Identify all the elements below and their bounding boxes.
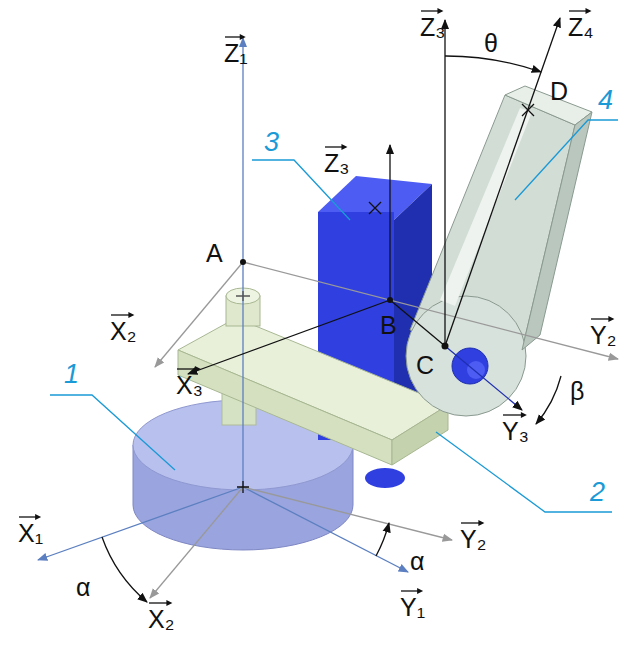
leader-lines xyxy=(50,120,618,512)
axis-label: Y₁ xyxy=(398,594,427,622)
axis-label: X₃ xyxy=(174,372,205,400)
vector-arrow xyxy=(502,411,527,419)
point-label: β xyxy=(568,378,586,406)
axis-label: X₁ xyxy=(16,520,45,548)
axis-label: Y₂ xyxy=(458,526,488,554)
point-label: α xyxy=(74,574,92,602)
point-label: α xyxy=(408,548,426,576)
axes-frame-1 xyxy=(38,38,452,602)
axis-label: Z₃ xyxy=(418,14,447,42)
vector-arrow xyxy=(324,143,347,151)
vector-arrow xyxy=(460,519,484,527)
vector-arrow xyxy=(420,7,443,15)
callout-number: 3 xyxy=(262,128,281,158)
vector-arrow xyxy=(400,587,423,595)
axis-label: X₂ xyxy=(108,318,138,346)
point-label: D xyxy=(548,78,570,106)
vector-arrow xyxy=(590,315,614,323)
point-label: θ xyxy=(482,30,500,58)
vector-arrow xyxy=(176,365,201,373)
axis-label: Y₂ xyxy=(588,322,618,350)
vector-arrow xyxy=(110,311,134,319)
point-label: C xyxy=(414,352,436,380)
point-label: A xyxy=(204,240,225,268)
vector-arrow xyxy=(568,7,591,15)
axis-label: Y₃ xyxy=(500,418,531,446)
vector-arrow xyxy=(224,33,246,41)
vector-arrow xyxy=(18,513,41,521)
axis-label: X₂ xyxy=(146,606,176,634)
link-body xyxy=(406,86,592,416)
axis-label: Z₁ xyxy=(222,40,250,68)
axes-frames-2-4 xyxy=(155,18,618,424)
arm-body xyxy=(178,288,448,465)
callout-number: 2 xyxy=(588,478,607,508)
callout-number: 1 xyxy=(62,360,81,390)
callout-number: 4 xyxy=(596,86,615,116)
axis-label: Z₄ xyxy=(566,14,595,42)
axis-label: Z₃ xyxy=(322,150,351,178)
block-foot xyxy=(365,468,405,488)
point-label: B xyxy=(378,312,399,340)
vector-arrow xyxy=(148,599,172,607)
